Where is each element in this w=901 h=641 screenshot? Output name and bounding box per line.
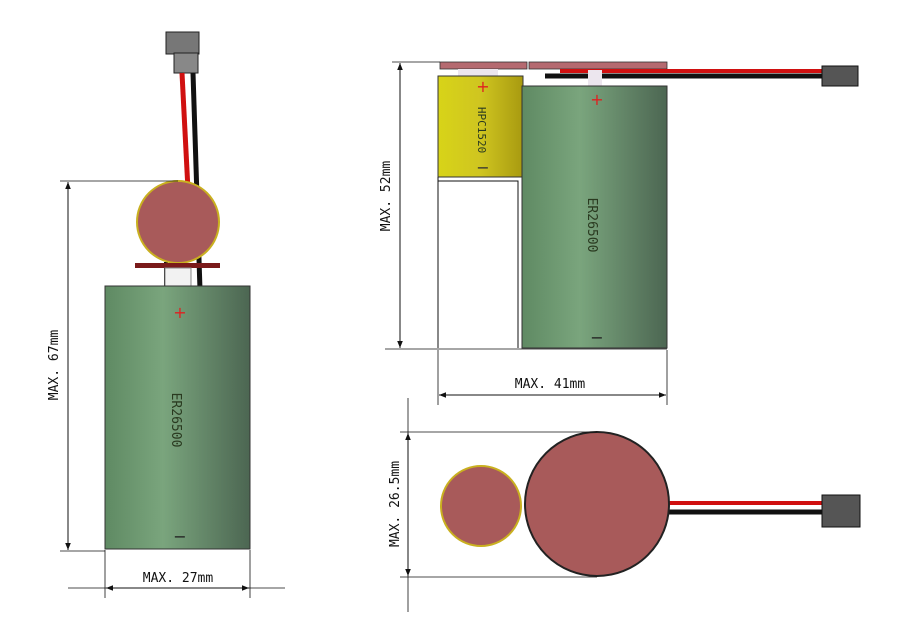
cell-label: ER26500 — [168, 393, 183, 448]
cell-top — [524, 431, 670, 577]
plus-mark: + — [590, 90, 603, 109]
minus-mark: − — [476, 158, 489, 177]
minus-mark: − — [173, 527, 186, 546]
capacitor-top — [136, 180, 220, 264]
red-wire — [179, 72, 191, 191]
side-view: + ER26500 − MAX. 67mm MAX. 27mm — [47, 31, 285, 598]
capacitor — [437, 75, 524, 178]
cell-label: ER26500 — [584, 198, 599, 253]
height-label: MAX. 26.5mm — [388, 461, 403, 547]
battery-cell — [521, 85, 668, 349]
minus-mark: − — [590, 328, 603, 347]
width-label: MAX. 41mm — [515, 377, 586, 392]
height-label: MAX. 67mm — [47, 330, 62, 401]
height-label: MAX. 52mm — [379, 161, 394, 232]
plus-mark: + — [476, 77, 489, 96]
width-label: MAX. 27mm — [143, 571, 214, 586]
connector — [821, 65, 859, 87]
battery-cell — [104, 285, 251, 550]
capacitor-label: HPC1520 — [475, 107, 488, 153]
top-view: MAX. 26.5mm — [388, 398, 861, 612]
capacitor-top — [440, 465, 522, 547]
connector — [821, 494, 861, 528]
front-view: + HPC1520 − + ER26500 − MAX. 52mm MAX. 4… — [379, 61, 859, 405]
connector — [165, 31, 200, 55]
plus-mark: + — [173, 303, 186, 322]
